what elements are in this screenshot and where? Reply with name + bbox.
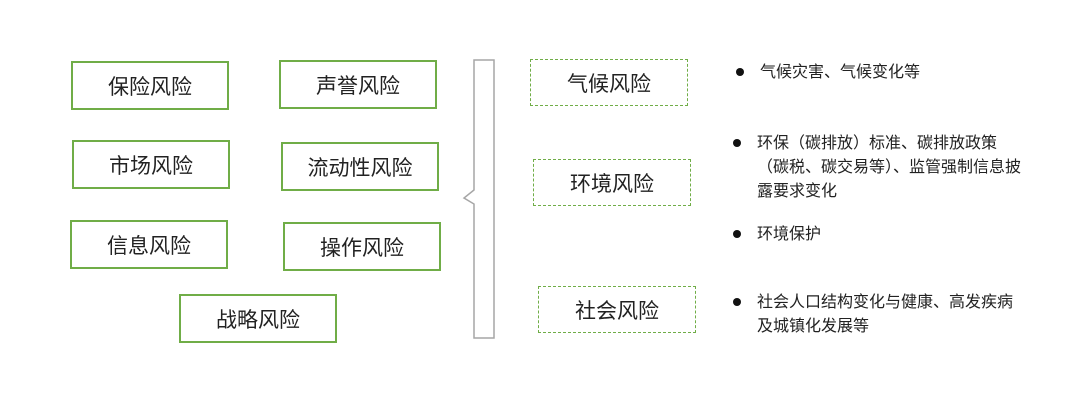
risk-box-climate: 气候风险 (530, 59, 688, 106)
risk-box-information: 信息风险 (70, 220, 228, 269)
risk-box-operation: 操作风险 (283, 222, 441, 271)
risk-box-reputation: 声誉风险 (279, 60, 437, 109)
risk-box-strategy: 战略风险 (179, 294, 337, 343)
bullet-dot-icon (733, 298, 741, 306)
description-text: 气候灾害、气候变化等 (760, 62, 921, 81)
description-environment-standards: 环保（碳排放）标准、碳排放政策（碳税、碳交易等）、监管强制信息披露要求变化 (733, 131, 1033, 203)
risk-box-insurance: 保险风险 (71, 61, 229, 110)
bullet-dot-icon (733, 230, 741, 238)
description-environment-protection: 环境保护 (733, 222, 1033, 246)
description-social: 社会人口结构变化与健康、高发疾病及城镇化发展等 (733, 290, 1033, 338)
description-text: 环境保护 (757, 224, 822, 243)
risk-box-liquidity: 流动性风险 (281, 142, 439, 191)
description-climate: 气候灾害、气候变化等 (736, 60, 1036, 84)
risk-box-social: 社会风险 (538, 286, 696, 333)
risk-box-market: 市场风险 (72, 140, 230, 189)
bullet-dot-icon (733, 139, 741, 147)
bullet-dot-icon (736, 68, 744, 76)
risk-box-environment: 环境风险 (533, 159, 691, 206)
description-text: 环保（碳排放）标准、碳排放政策（碳税、碳交易等）、监管强制信息披露要求变化 (757, 133, 1022, 200)
description-text: 社会人口结构变化与健康、高发疾病及城镇化发展等 (757, 292, 1014, 335)
